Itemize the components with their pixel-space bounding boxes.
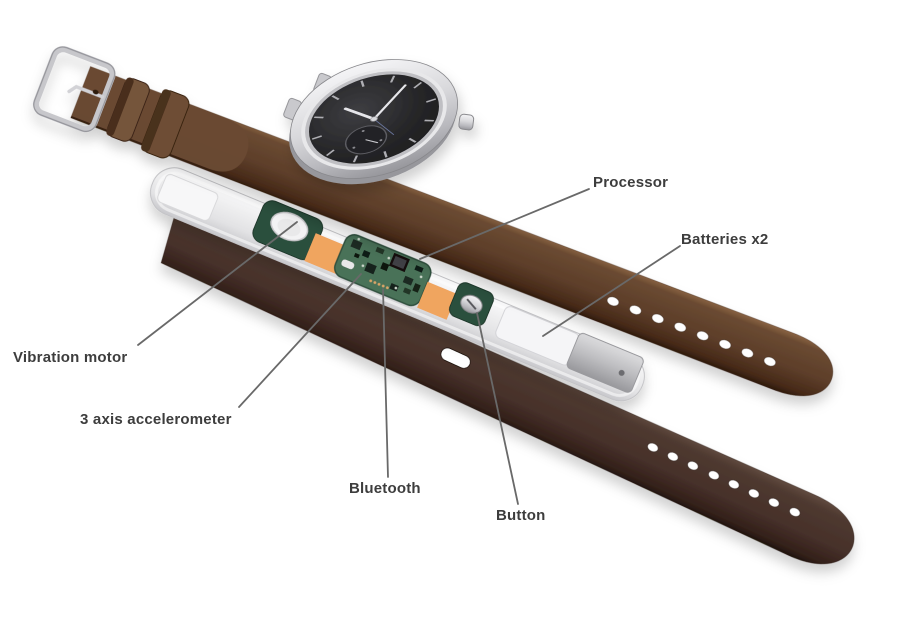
label-bluetooth: Bluetooth	[349, 480, 421, 497]
watch-head	[283, 59, 475, 185]
hands-center-cap	[370, 116, 378, 122]
bottom-strap-body	[160, 210, 855, 565]
button-disc-slot	[466, 298, 477, 310]
activity-hand	[373, 118, 395, 135]
battery-end-cap	[566, 332, 644, 393]
leader-line-accelerometer	[238, 273, 362, 408]
leader-line-button	[476, 312, 519, 505]
label-batteries: Batteries x2	[681, 231, 769, 248]
label-processor: Processor	[593, 174, 669, 191]
subdial-marker	[352, 146, 356, 149]
strap-keeper-2-shade	[141, 89, 171, 152]
label-button: Button	[496, 507, 546, 524]
bottom-strap-holes	[647, 442, 801, 517]
watch-crown	[458, 113, 475, 131]
subdial-marker	[361, 129, 365, 132]
buckle-strap-hole	[92, 89, 99, 95]
bottom-strap	[160, 210, 855, 565]
hour-hand	[343, 107, 376, 121]
battery-cap-screw	[618, 369, 625, 376]
hour-markers	[311, 75, 437, 163]
leader-line-bluetooth	[382, 288, 389, 478]
top-strap-body	[70, 65, 834, 397]
module-left-plate	[157, 173, 219, 222]
sensor-module	[149, 167, 645, 402]
subdial-hand	[365, 139, 379, 144]
top-strap-holes	[606, 296, 777, 367]
strap-keeper-1-shade	[106, 77, 134, 136]
leader-lines	[137, 188, 681, 505]
label-accelerometer: 3 axis accelerometer	[80, 411, 232, 428]
subdial-marker	[379, 139, 383, 142]
flex-cable-right	[417, 281, 458, 320]
top-strap	[33, 46, 834, 397]
buckle-frame-edge	[33, 46, 116, 133]
strap-keeper-2	[142, 90, 190, 159]
buckle-frame	[33, 46, 116, 133]
label-vibration-motor: Vibration motor	[13, 349, 128, 366]
leader-line-vibration-motor	[137, 221, 298, 346]
leader-line-processor	[419, 188, 590, 260]
strap-slot	[440, 347, 471, 369]
pcb-components	[341, 237, 424, 295]
minute-hand	[372, 84, 407, 120]
leader-line-batteries	[542, 245, 681, 337]
